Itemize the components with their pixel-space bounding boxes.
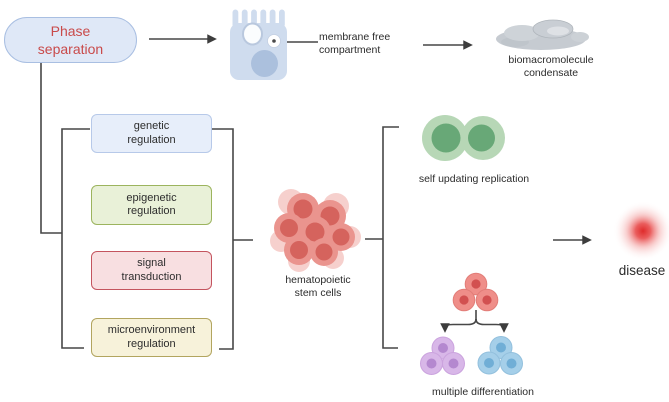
dividing-cells-icon: [422, 115, 505, 161]
condensate-label: biomacromolecule condensate: [508, 54, 594, 79]
disease-label: disease: [618, 263, 666, 278]
phase-separation-connector: [40, 63, 62, 234]
membrane-free-compartment-label: membrane free compartment: [319, 31, 391, 56]
right-bracket: [212, 128, 234, 350]
stem-cells-label: hematopoietic stem cells: [285, 274, 351, 299]
regulation-box-microenvironment: microenvironment regulation: [91, 318, 212, 357]
differentiation-blue-cells: [477, 336, 523, 375]
regulation-box-signal: signal transduction: [91, 251, 212, 290]
multiple-differentiation-label: multiple differentiation: [432, 386, 534, 398]
regulation-box-epigenetic: epigenetic regulation: [91, 185, 212, 225]
left-bracket: [61, 128, 90, 349]
differentiation-purple-cells: [420, 336, 465, 375]
differentiation-red-cells: [452, 272, 499, 312]
compartment-center-dot: [272, 39, 276, 43]
phase-separation-node: Phase separation: [4, 17, 137, 63]
stem-cells-icon: [270, 189, 361, 272]
self-updating-label: self updating replication: [418, 173, 530, 185]
cell-icon: [230, 9, 287, 80]
differentiation-branch-left: [440, 318, 477, 333]
cell-nucleus: [242, 22, 263, 46]
disease-icon: [613, 201, 669, 261]
stem-cells-bracket: [382, 126, 399, 349]
condensate-icon: [496, 19, 589, 50]
regulation-box-genetic: genetic regulation: [91, 114, 212, 153]
cell-nucleolus: [251, 50, 278, 77]
differentiation-icon: [420, 272, 523, 375]
differentiation-branch-right: [475, 318, 509, 333]
